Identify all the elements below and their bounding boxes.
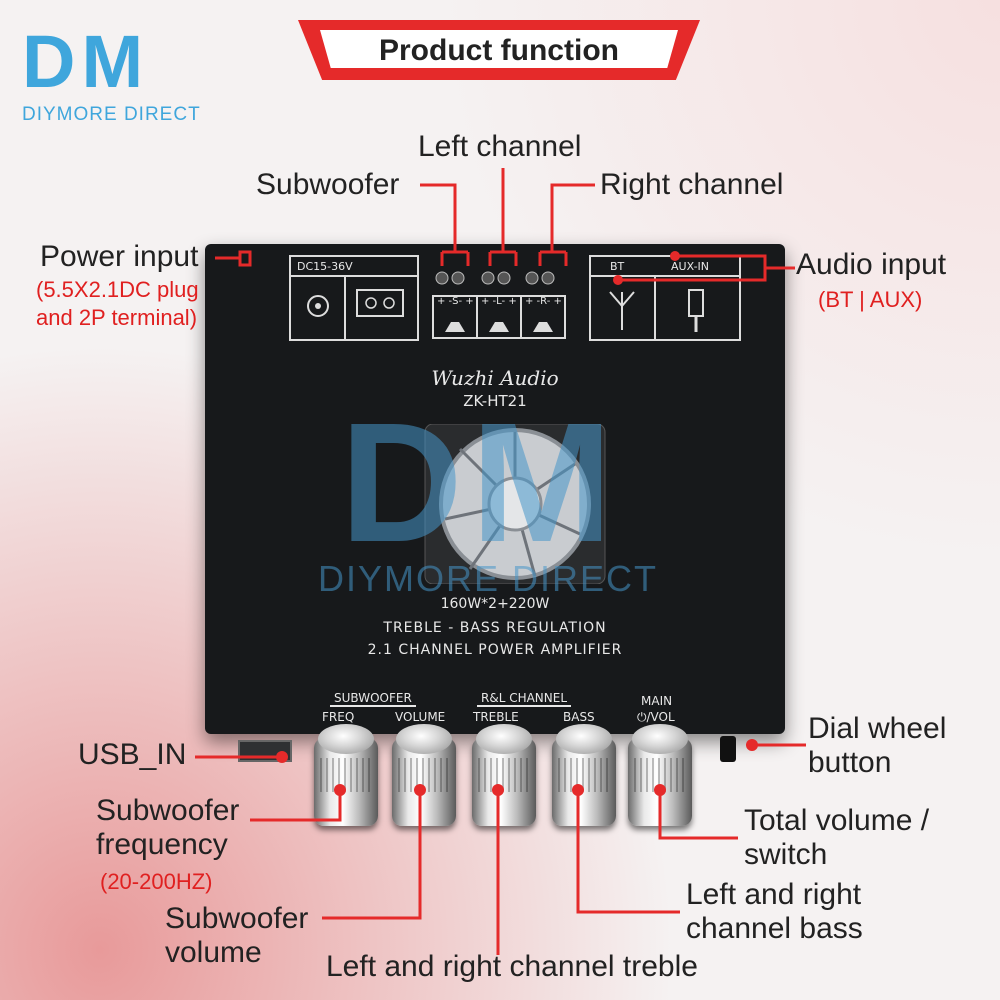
knob-bass-label: BASS — [563, 710, 595, 724]
board-desc-2: 2.1 CHANNEL POWER AMPLIFIER — [367, 642, 623, 658]
group-rl-label: R&L CHANNEL — [477, 691, 572, 707]
brand-logo: DM DIYMORE DIRECT — [22, 22, 222, 126]
page-title: Product function — [379, 34, 619, 67]
amplifier-board: DC15-36V + -S- + + -L- + + -R- + BT AUX-… — [205, 244, 785, 734]
knob-vol-label: ⏻/VOL — [637, 710, 675, 724]
aux-jack-icon — [688, 289, 704, 332]
knob-subwoofer-freq[interactable] — [314, 724, 378, 826]
title-banner: Product function — [298, 20, 700, 80]
group-main-label: MAIN — [641, 694, 673, 708]
dc-label: DC15-36V — [297, 260, 353, 273]
label-sub-volume: Subwoofer volume — [165, 902, 309, 969]
terminal-l-label: + -L- + — [481, 296, 517, 307]
knob-bass[interactable] — [552, 724, 616, 826]
power-rating: 160W*2+220W — [440, 596, 550, 612]
group-subwoofer-label: SUBWOOFER — [330, 691, 416, 707]
label-usb-in: USB_IN — [78, 738, 187, 771]
label-right-channel: Right channel — [600, 168, 784, 201]
label-power-input-note: (5.5X2.1DC plug and 2P terminal) — [36, 277, 199, 330]
knob-freq-label: FREQ — [322, 710, 355, 724]
terminal-s-label: + -S- + — [437, 296, 474, 307]
cooling-fan — [424, 424, 606, 584]
label-lr-treble: Left and right channel treble — [326, 950, 698, 983]
board-brand: Wuzhi Audio — [431, 366, 559, 390]
label-total-volume: Total volume / switch — [744, 804, 930, 871]
logo-mark: DM — [22, 20, 150, 103]
label-dial-wheel: Dial wheel button — [808, 712, 947, 779]
aux-label: AUX-IN — [671, 260, 710, 273]
speaker-terminals — [432, 295, 566, 339]
label-audio-input: Audio input — [796, 248, 947, 281]
connector-panel — [289, 255, 741, 341]
terminal-r-label: + -R- + — [525, 296, 562, 307]
dc-jack-icon — [307, 295, 329, 317]
bt-label: BT — [610, 260, 625, 273]
label-power-input: Power input — [40, 240, 199, 273]
terminal-block-icon — [356, 289, 404, 317]
label-lr-bass: Left and right channel bass — [686, 878, 863, 945]
knob-treble-label: TREBLE — [473, 710, 519, 724]
board-desc-1: TREBLE - BASS REGULATION — [383, 620, 607, 636]
label-sub-frequency: Subwoofer frequency — [96, 794, 240, 861]
knob-subwoofer-volume[interactable] — [392, 724, 456, 826]
antenna-icon — [609, 291, 635, 330]
dial-wheel-button[interactable] — [720, 736, 736, 762]
screw-terminals — [435, 271, 555, 285]
logo-text: DIYMORE DIRECT — [22, 104, 201, 125]
board-model: ZK-HT21 — [463, 392, 527, 410]
banner-white-panel — [320, 30, 678, 68]
label-left-channel: Left channel — [418, 130, 582, 163]
knob-volume-label: VOLUME — [395, 710, 446, 724]
label-sub-frequency-note: (20-200HZ) — [100, 869, 213, 894]
knob-treble[interactable] — [472, 724, 536, 826]
label-audio-input-note: (BT | AUX) — [818, 287, 923, 312]
label-subwoofer: Subwoofer — [256, 168, 400, 201]
